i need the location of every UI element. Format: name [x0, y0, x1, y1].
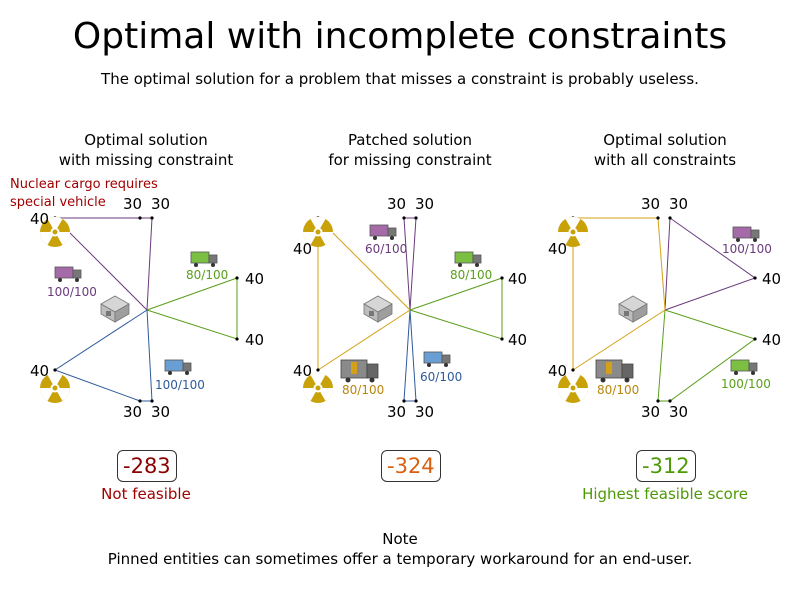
- panel-3-title: Optimal solution with all constraints: [593, 131, 737, 169]
- vehicle-capacity-label: 80/100: [450, 268, 493, 282]
- panel-2-title: Patched solution for missing constraint: [328, 131, 492, 169]
- note-heading: Note: [382, 530, 418, 548]
- score-box: -312: [636, 450, 696, 482]
- panel-1-routes: [39, 216, 239, 403]
- location-demand-label: 30: [641, 195, 661, 213]
- location-demand-label: 40: [245, 331, 265, 349]
- vehicle-capacity-label: 80/100: [186, 268, 229, 282]
- location-demand-label: 40: [548, 240, 568, 258]
- truck-icon: [164, 359, 192, 375]
- note-text: Pinned entities can sometimes offer a te…: [107, 550, 693, 568]
- panel-1-title: Optimal solution with missing constraint: [58, 131, 234, 169]
- page-subtitle: The optimal solution for a problem that …: [101, 70, 699, 88]
- location-demand-label: 40: [762, 331, 782, 349]
- location-demand-label: 30: [151, 403, 171, 421]
- location-demand-label: 30: [641, 403, 661, 421]
- page-title: Optimal with incomplete constraints: [72, 16, 728, 57]
- panel-3-routes: [558, 216, 760, 403]
- truck-icon: [423, 351, 451, 367]
- location-demand-label: 40: [245, 270, 265, 288]
- location-demand-label: 40: [293, 362, 313, 380]
- location-demand-label: 30: [669, 403, 689, 421]
- panel-2-routes: [303, 216, 504, 403]
- truck-icon: [340, 359, 379, 383]
- location-demand-label: 30: [387, 195, 407, 213]
- truck-icon: [454, 251, 482, 267]
- location-demand-label: 30: [415, 195, 435, 213]
- truck-icon: [730, 359, 758, 375]
- truck-icon: [190, 251, 218, 267]
- status-label: Not feasible: [101, 485, 191, 503]
- nuclear-warning-note: Nuclear cargo requires special vehicle: [10, 177, 158, 210]
- location-demand-label: 40: [548, 362, 568, 380]
- vehicle-capacity-label: 60/100: [365, 242, 408, 256]
- route-blue: [403, 309, 417, 402]
- score-box: -324: [381, 450, 441, 482]
- location-demand-label: 30: [669, 195, 689, 213]
- location-demand-label: 30: [387, 403, 407, 421]
- vehicle-capacity-label: 80/100: [597, 383, 640, 397]
- location-demand-label: 30: [123, 195, 143, 213]
- truck-icon: [732, 226, 760, 242]
- route-orange: [572, 217, 666, 371]
- route-purple: [403, 217, 417, 311]
- vehicle-capacity-label: 60/100: [420, 370, 463, 384]
- route-green: [146, 277, 238, 340]
- location-demand-label: 40: [293, 240, 313, 258]
- location-demand-label: 30: [151, 195, 171, 213]
- vehicle-capacity-label: 100/100: [721, 377, 771, 391]
- vehicle-capacity-label: 100/100: [722, 242, 772, 256]
- depot-icon: [618, 295, 648, 323]
- vehicle-capacity-label: 100/100: [47, 285, 97, 299]
- location-demand-label: 40: [508, 331, 528, 349]
- vehicle-capacity-label: 80/100: [342, 383, 385, 397]
- score-box: -283: [117, 450, 177, 482]
- location-demand-label: 30: [415, 403, 435, 421]
- route-green: [409, 277, 503, 340]
- vehicle-capacity-label: 100/100: [155, 378, 205, 392]
- truck-icon: [54, 266, 82, 282]
- status-label: Highest feasible score: [582, 485, 748, 503]
- location-demand-label: 30: [123, 403, 143, 421]
- truck-icon: [369, 224, 397, 240]
- location-demand-label: 40: [30, 210, 50, 228]
- depot-icon: [100, 295, 130, 323]
- route-purple: [664, 217, 757, 311]
- route-orange: [317, 216, 411, 371]
- location-demand-label: 40: [508, 270, 528, 288]
- location-demand-label: 40: [30, 362, 50, 380]
- truck-icon: [595, 359, 634, 383]
- location-demand-label: 40: [762, 270, 782, 288]
- depot-icon: [363, 295, 393, 323]
